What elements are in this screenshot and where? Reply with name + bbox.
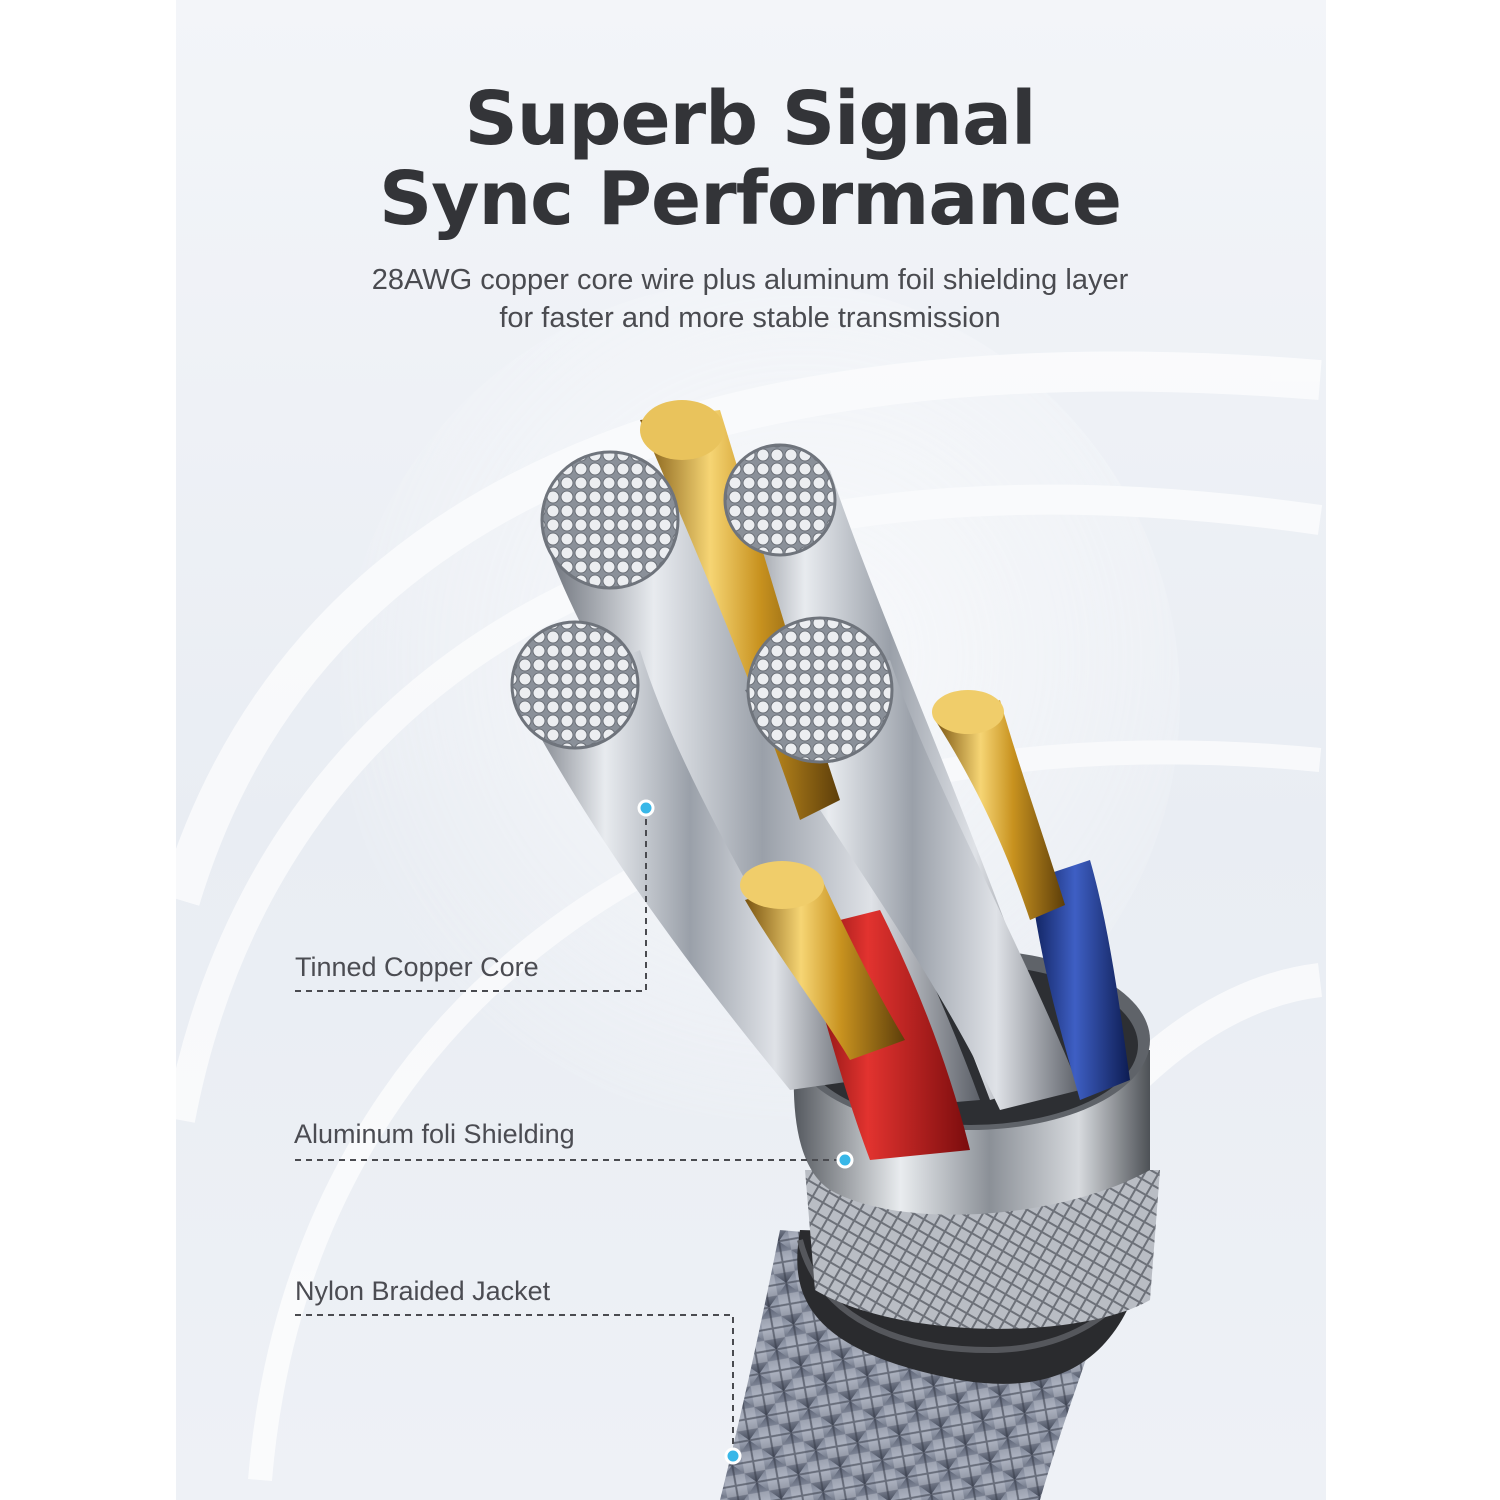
callout-dot-tinned-copper <box>637 799 655 817</box>
callout-dot-aluminum-foil <box>836 1151 854 1169</box>
headline-line-1: Superb Signal <box>464 76 1037 162</box>
headline-line-2: Sync Performance <box>378 156 1122 242</box>
strand-bundle-ends <box>510 400 894 764</box>
callout-leader-nylon-jacket <box>295 1314 734 1455</box>
callout-leaders <box>295 812 845 1455</box>
red-insulated-wire <box>740 861 970 1160</box>
callout-label-nylon-braided-jacket: Nylon Braided Jacket <box>295 1276 551 1306</box>
subtitle-line-1: 28AWG copper core wire plus aluminum foi… <box>371 264 1129 296</box>
callout-markers <box>637 799 854 1465</box>
callout-label-tinned-copper-core: Tinned Copper Core <box>295 952 539 982</box>
callout-dot-nylon-jacket <box>724 1447 742 1465</box>
callout-label-aluminum-foil-shielding: Aluminum foli Shielding <box>294 1119 575 1149</box>
subtitle-line-2: for faster and more stable transmission <box>499 302 1001 334</box>
blue-insulated-wire <box>932 690 1130 1100</box>
